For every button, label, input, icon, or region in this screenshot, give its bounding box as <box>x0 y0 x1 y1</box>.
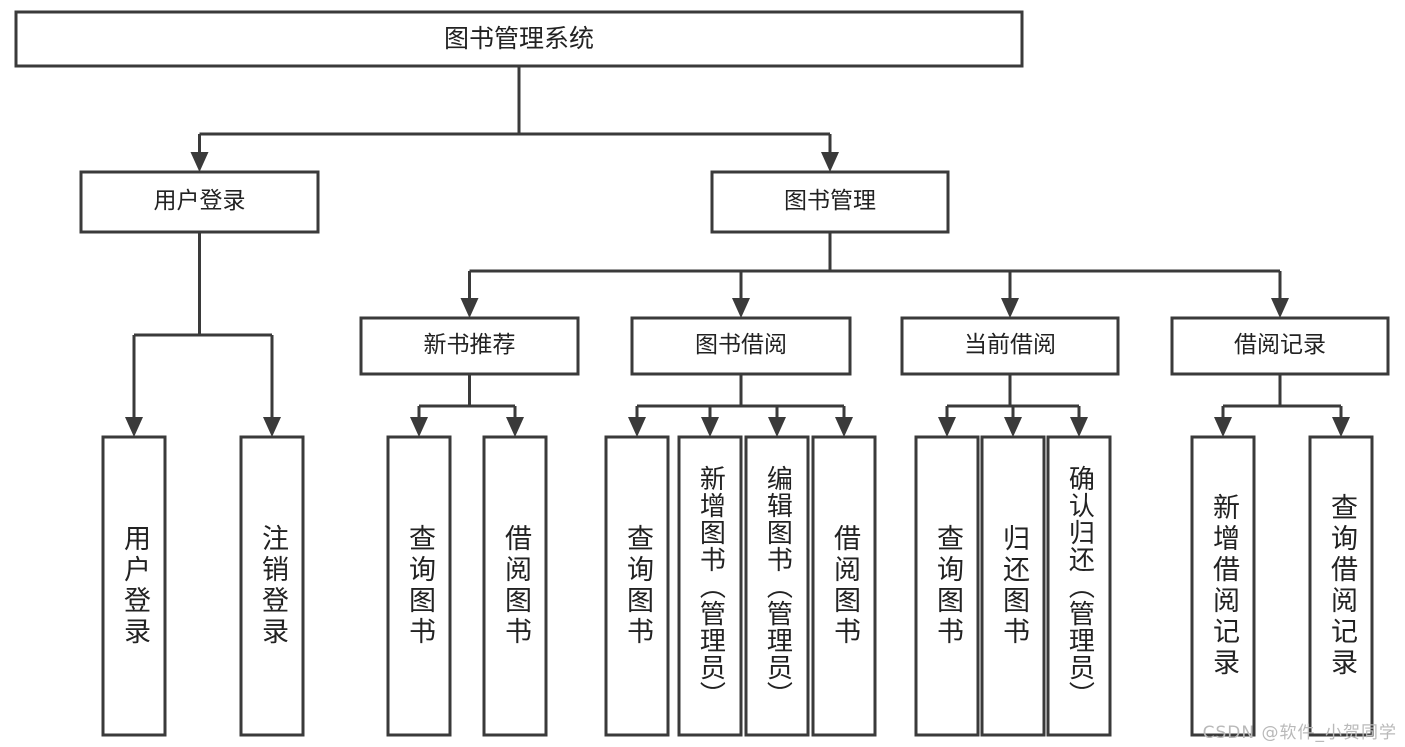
node-box-leaf-return-book[interactable] <box>980 435 1046 737</box>
node-box-leaf-query-record[interactable] <box>1308 435 1374 737</box>
node-box-user-login[interactable] <box>79 170 320 234</box>
node-box-leaf-add-book[interactable] <box>677 435 743 737</box>
node-box-leaf-add-record[interactable] <box>1190 435 1256 737</box>
arrow-head-icon <box>460 298 479 318</box>
arrow-head-icon <box>1070 417 1088 437</box>
arrow-head-icon <box>1214 417 1232 437</box>
label-leaf-query-record: 查询借阅记录 <box>1325 493 1357 679</box>
arrow-head-icon <box>1001 298 1019 318</box>
arrow-head-icon <box>263 417 281 437</box>
node-box-current-borrow[interactable] <box>900 316 1120 376</box>
arrow-head-icon <box>938 417 956 437</box>
arrow-head-icon <box>628 417 646 437</box>
arrow-head-icon <box>732 298 750 318</box>
label-leaf-confirm-return: 确认归还（管理员） <box>1064 464 1095 708</box>
node-box-leaf-user-login[interactable] <box>101 435 167 737</box>
arrow-head-icon <box>125 417 143 437</box>
label-leaf-query-book-3: 查询图书 <box>931 524 963 648</box>
label-leaf-user-logout: 注销登录 <box>256 524 288 648</box>
arrow-head-icon <box>190 152 209 172</box>
node-box-new-book-rec[interactable] <box>359 316 580 376</box>
label-book-manage: 图书管理 <box>784 188 876 215</box>
node-boxes <box>14 10 1390 737</box>
arrow-head-icon <box>768 417 786 437</box>
arrow-head-icon <box>410 417 428 437</box>
label-new-book-rec: 新书推荐 <box>423 332 516 359</box>
label-leaf-add-book: 新增图书（管理员） <box>695 464 726 708</box>
node-box-leaf-query-book-3[interactable] <box>914 435 980 737</box>
label-book-borrow: 图书借阅 <box>695 332 787 359</box>
label-borrow-record: 借阅记录 <box>1234 332 1326 359</box>
arrow-head-icon <box>701 417 719 437</box>
arrow-head-icon <box>1271 298 1289 318</box>
label-leaf-borrow-book-2: 借阅图书 <box>828 524 860 648</box>
label-leaf-add-record: 新增借阅记录 <box>1207 493 1239 679</box>
label-leaf-edit-book: 编辑图书（管理员） <box>762 464 793 708</box>
arrow-head-icon <box>821 152 839 172</box>
arrow-head-icon <box>835 417 853 437</box>
node-box-leaf-confirm-return[interactable] <box>1046 435 1112 737</box>
label-leaf-borrow-book-1: 借阅图书 <box>499 524 531 648</box>
arrow-head-icon <box>1332 417 1350 437</box>
node-box-leaf-query-book-1[interactable] <box>386 435 452 737</box>
node-box-leaf-borrow-book-1[interactable] <box>482 435 548 737</box>
root-label: 图书管理系统 <box>443 24 594 54</box>
node-box-leaf-user-logout[interactable] <box>239 435 305 737</box>
node-box-leaf-borrow-book-2[interactable] <box>811 435 877 737</box>
arrow-head-icon <box>506 417 524 437</box>
node-box-root[interactable] <box>14 10 1024 68</box>
label-user-login: 用户登录 <box>153 188 246 215</box>
label-current-borrow: 当前借阅 <box>964 332 1056 359</box>
label-leaf-return-book: 归还图书 <box>997 524 1029 648</box>
arrow-head-icon <box>1004 417 1022 437</box>
label-leaf-query-book-1: 查询图书 <box>403 524 435 648</box>
connector-edges <box>125 66 1350 437</box>
node-box-leaf-query-book-2[interactable] <box>604 435 670 737</box>
label-leaf-user-login: 用户登录 <box>118 524 150 648</box>
label-leaf-query-book-2: 查询图书 <box>621 524 653 648</box>
